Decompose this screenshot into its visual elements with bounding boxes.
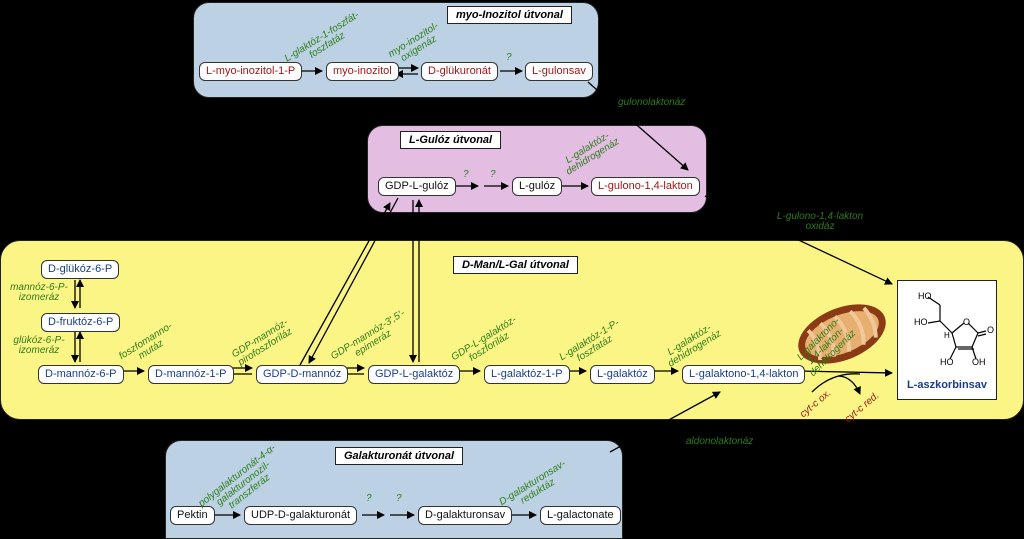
node-d-mannose-1-p[interactable]: D-mannóz-1-P bbox=[148, 365, 234, 384]
node-d-glucose-6-p[interactable]: D-glükóz-6-P bbox=[41, 260, 120, 279]
node-myo-inositol[interactable]: myo-inozitol bbox=[326, 62, 399, 81]
enzyme-galact-2: ? bbox=[396, 493, 402, 504]
enzyme-gulonolactonase: gulonolaktonáz bbox=[618, 97, 686, 108]
node-gdp-l-galactose[interactable]: GDP-L-galaktóz bbox=[368, 365, 461, 384]
enzyme-myo-2: ? bbox=[506, 52, 512, 63]
atom-o-keto: O bbox=[987, 325, 995, 335]
node-l-gulonic-acid[interactable]: L-gulonsav bbox=[525, 62, 593, 81]
node-l-galactose[interactable]: L-galaktóz bbox=[590, 365, 655, 384]
enzyme-galact-1: ? bbox=[366, 493, 372, 504]
atom-h: H bbox=[944, 331, 950, 340]
ascorbic-acid-structure bbox=[927, 296, 987, 360]
node-l-galactono-lactone[interactable]: L-galaktono-1,4-lakton bbox=[682, 365, 806, 384]
galact-title: Galakturonát útvonal bbox=[335, 447, 464, 465]
node-l-galactose-1-p[interactable]: L-galaktóz-1-P bbox=[484, 365, 570, 384]
enzyme-gulose-0: ? bbox=[463, 169, 469, 180]
dman-title: D-Man/L-Gal útvonal bbox=[453, 256, 578, 274]
node-d-mannose-6-p[interactable]: D-mannóz-6-P bbox=[38, 365, 124, 384]
node-d-galacturonic-acid[interactable]: D-galakturonsav bbox=[418, 506, 513, 525]
ascorbic-acid-box: HO HO O O H HO OH L-aszkorbinsav bbox=[897, 280, 997, 400]
node-d-glucuronate[interactable]: D-glükuronát bbox=[421, 62, 498, 81]
mitochondrion-icon bbox=[798, 304, 886, 364]
atom-ho-mid: HO bbox=[914, 317, 928, 327]
myo-title: myo-Inozitol útvonal bbox=[447, 6, 572, 24]
node-gdp-d-mannose[interactable]: GDP-D-mannóz bbox=[256, 365, 349, 384]
atom-ho-top: HO bbox=[918, 291, 932, 301]
atom-ho-bottom: HO bbox=[940, 357, 954, 367]
enzyme-gulose-1: ? bbox=[490, 169, 496, 180]
ascorbic-acid-label: L-aszkorbinsav bbox=[906, 379, 988, 391]
node-l-gulono-lactone[interactable]: L-gulono-1,4-lakton bbox=[591, 177, 700, 196]
enzyme-glucose-6-p-isomerase: glükóz-6-P-izomeráz bbox=[13, 335, 65, 356]
node-l-gulose[interactable]: L-gulóz bbox=[512, 177, 563, 196]
node-l-myo-inositol-1-p[interactable]: L-myo-inozitol-1-P bbox=[199, 62, 303, 81]
node-d-fructose-6-p[interactable]: D-fruktóz-6-P bbox=[41, 313, 121, 332]
node-pektin[interactable]: Pektin bbox=[170, 506, 215, 525]
atom-o-ring: O bbox=[963, 317, 971, 327]
enzyme-gulono-oxidase: L-gulono-1,4-lakton oxidáz bbox=[776, 211, 864, 232]
gulose-title: L-Gulóz útvonal bbox=[400, 131, 502, 149]
atom-oh-bottom: OH bbox=[972, 357, 986, 367]
node-udp-d-galacturonate[interactable]: UDP-D-galakturonát bbox=[244, 506, 358, 525]
node-gdp-l-gulose[interactable]: GDP-L-gulóz bbox=[378, 177, 456, 196]
enzyme-mannose-6-p-isomerase: mannóz-6-P-izomeráz bbox=[10, 282, 68, 303]
enzyme-aldonolactonase: aldonolaktonáz bbox=[686, 436, 754, 447]
node-l-galactonate[interactable]: L-galactonate bbox=[540, 506, 621, 525]
